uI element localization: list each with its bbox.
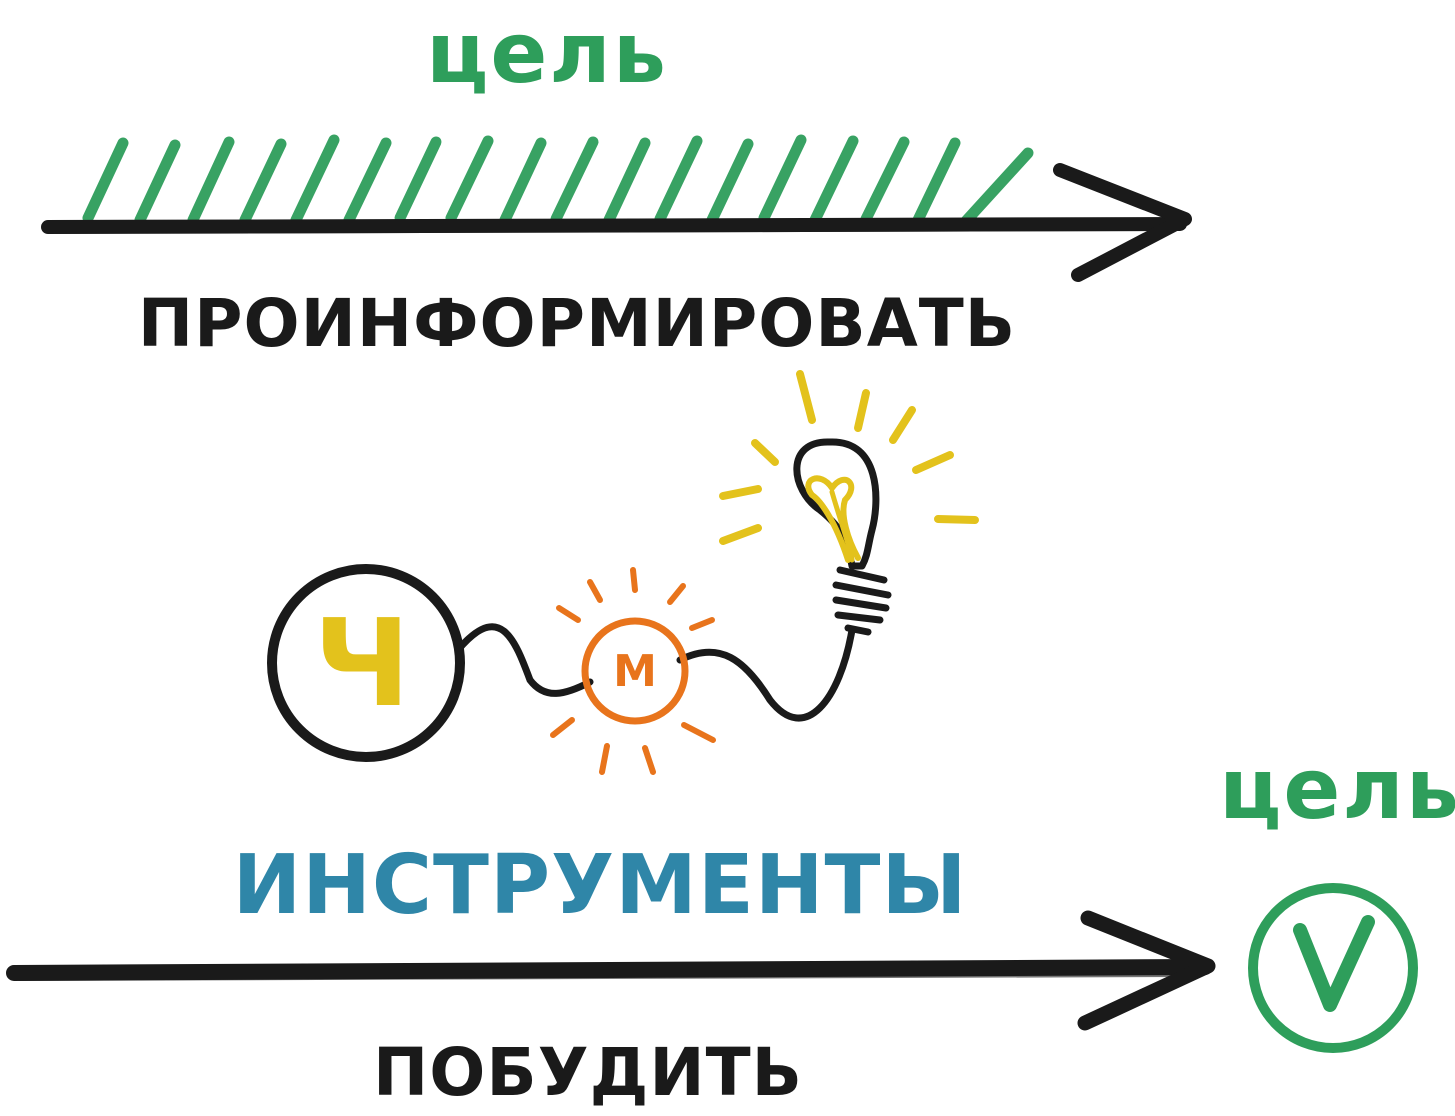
person-circle: Ч <box>267 564 465 762</box>
person-letter: Ч <box>314 595 411 734</box>
tools-label: ИНСТРУМЕНТЫ <box>233 838 968 933</box>
mediator-node: М <box>550 567 716 775</box>
bottom-arrow <box>6 910 1216 1031</box>
check-circle-icon <box>1248 883 1418 1053</box>
bulb-base <box>832 566 892 636</box>
light-bulb-icon <box>719 370 979 636</box>
top-arrow <box>41 163 1192 282</box>
mediator-rays <box>550 567 716 775</box>
mediator-letter: М <box>613 646 657 697</box>
top-goal-hatch <box>82 134 1034 227</box>
connector-wire <box>454 623 856 722</box>
bottom-goal-label: цель <box>1219 740 1455 838</box>
top-arrow-caption: ПРОИНФОРМИРОВАТЬ <box>138 285 1016 362</box>
top-goal-label: цель <box>426 4 668 102</box>
bulb-rays <box>719 370 979 545</box>
bottom-arrow-caption: ПОБУДИТЬ <box>373 1034 803 1111</box>
